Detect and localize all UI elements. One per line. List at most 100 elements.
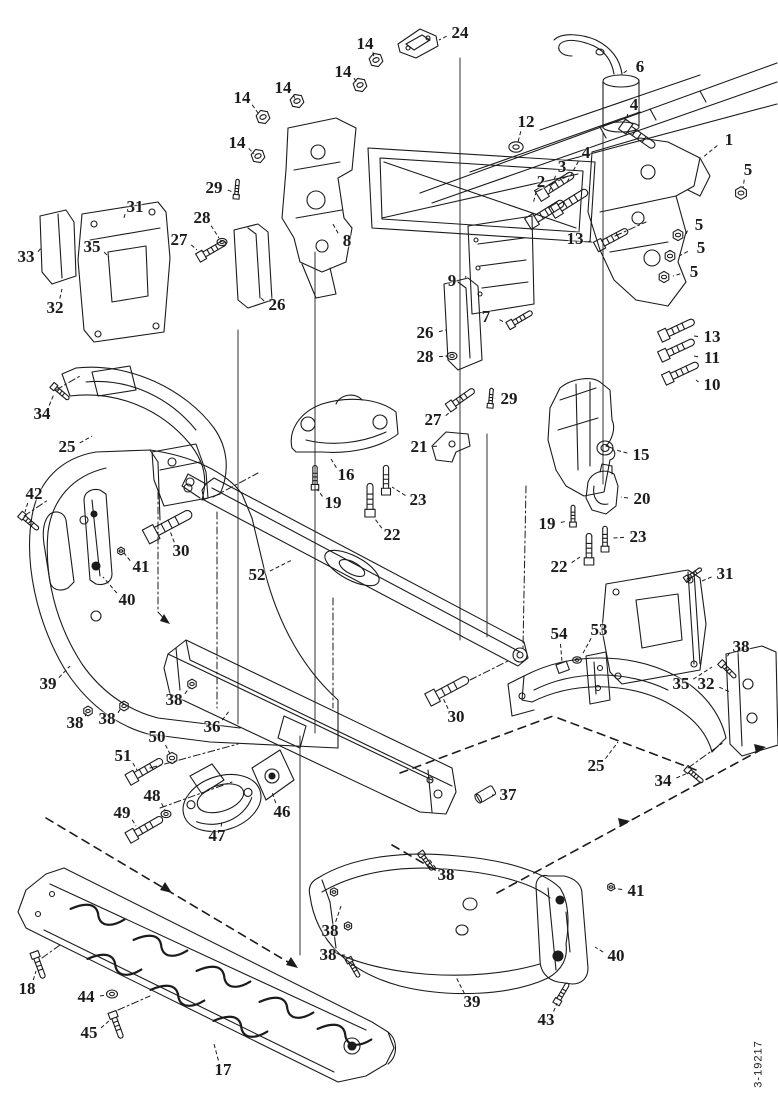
leader-line-11 [693, 355, 699, 358]
projection-lines [238, 58, 603, 955]
callout-14: 14 [356, 34, 374, 54]
callout-48: 48 [143, 786, 161, 806]
callout-46: 46 [273, 802, 291, 822]
callout-41: 41 [627, 881, 645, 901]
leader-line-51 [132, 762, 138, 771]
callout-33: 33 [17, 247, 35, 267]
callout-25: 25 [587, 756, 605, 776]
callout-29: 29 [500, 389, 518, 409]
leader-line-25 [79, 435, 93, 444]
leader-line-38 [335, 905, 342, 923]
part-32-bracket-right [717, 646, 778, 756]
callout-21: 21 [410, 437, 428, 457]
part-15-support-bracket [548, 379, 615, 496]
part-21-bracket [432, 432, 470, 462]
leader-line-43 [553, 1002, 558, 1012]
callout-54: 54 [550, 624, 568, 644]
part-31-plate-left [78, 202, 170, 342]
callout-38: 38 [165, 690, 183, 710]
leader-line-19 [560, 520, 568, 524]
leader-line-4 [565, 161, 579, 185]
callout-31: 31 [716, 564, 734, 584]
callout-30: 30 [172, 541, 190, 561]
callout-38: 38 [321, 921, 339, 941]
leader-line-9 [464, 275, 467, 278]
callout-11: 11 [703, 348, 721, 368]
callout-4: 4 [581, 143, 591, 163]
part-40-pad-right [536, 875, 588, 984]
callout-47: 47 [208, 826, 226, 846]
callout-10: 10 [703, 375, 721, 395]
callout-19: 19 [538, 514, 556, 534]
callout-38: 38 [732, 637, 750, 657]
callout-22: 22 [550, 557, 568, 577]
part-31-plate-right [602, 570, 706, 684]
leader-line-39 [58, 665, 71, 679]
leader-line-2 [532, 191, 537, 205]
callout-23: 23 [629, 527, 647, 547]
callout-32: 32 [697, 674, 715, 694]
leader-line-30 [169, 530, 175, 543]
callout-5: 5 [743, 160, 753, 180]
leader-line-30 [442, 697, 449, 709]
callout-13: 13 [566, 229, 584, 249]
callout-52: 52 [248, 565, 266, 585]
leader-line-41 [613, 887, 623, 891]
leader-line-34 [676, 772, 689, 779]
callout-32: 32 [46, 298, 64, 318]
callout-26: 26 [416, 323, 434, 343]
callout-35: 35 [672, 674, 690, 694]
leader-line-38 [428, 858, 437, 869]
callout-19: 19 [324, 493, 342, 513]
part-46-plate [252, 750, 294, 800]
callout-24: 24 [451, 23, 469, 43]
leader-line-50 [165, 744, 171, 755]
part-40-pad-left [84, 489, 112, 584]
callout-42: 42 [25, 484, 43, 504]
callout-1: 1 [724, 130, 734, 150]
leader-line-28 [438, 355, 449, 358]
leader-line-14 [251, 104, 259, 114]
callout-5: 5 [689, 262, 699, 282]
leader-line-38 [117, 707, 122, 714]
callout-35: 35 [83, 237, 101, 257]
part-16-support-bracket [291, 395, 398, 452]
leader-line-53 [581, 638, 592, 656]
leader-line-34 [48, 393, 55, 406]
callout-36: 36 [203, 717, 221, 737]
callout-25: 25 [58, 437, 76, 457]
leader-line-39 [455, 976, 465, 994]
part-37-spacer [474, 785, 497, 804]
leader-line-26 [260, 297, 265, 302]
leader-line-42 [24, 502, 29, 513]
callout-9: 9 [447, 271, 457, 291]
callout-38: 38 [319, 945, 337, 965]
callout-27: 27 [424, 410, 442, 430]
callout-14: 14 [274, 78, 292, 98]
part-9-plate [468, 216, 534, 314]
leader-line-35 [103, 251, 110, 258]
callout-5: 5 [694, 215, 704, 235]
callout-5: 5 [696, 238, 706, 258]
part-36-inner-bar [164, 640, 456, 814]
leader-line-41 [123, 552, 131, 561]
callout-4: 4 [629, 95, 639, 115]
leader-line-19 [316, 488, 323, 497]
part-39-bumper-face-left [30, 450, 338, 748]
callout-44: 44 [77, 987, 95, 1007]
part-33-bracket-left [40, 210, 76, 284]
leader-line-12 [517, 131, 522, 143]
callout-23: 23 [409, 490, 427, 510]
part-54-clip [556, 661, 569, 673]
leader-line-15 [615, 449, 628, 454]
callout-12: 12 [517, 112, 535, 132]
callout-22: 22 [383, 525, 401, 545]
leader-line-31 [701, 576, 712, 582]
callout-14: 14 [228, 133, 246, 153]
part-25-impact-bar-left [62, 366, 226, 506]
leader-line-16 [330, 458, 337, 468]
callout-53: 53 [590, 620, 608, 640]
leader-line-5 [685, 230, 688, 235]
